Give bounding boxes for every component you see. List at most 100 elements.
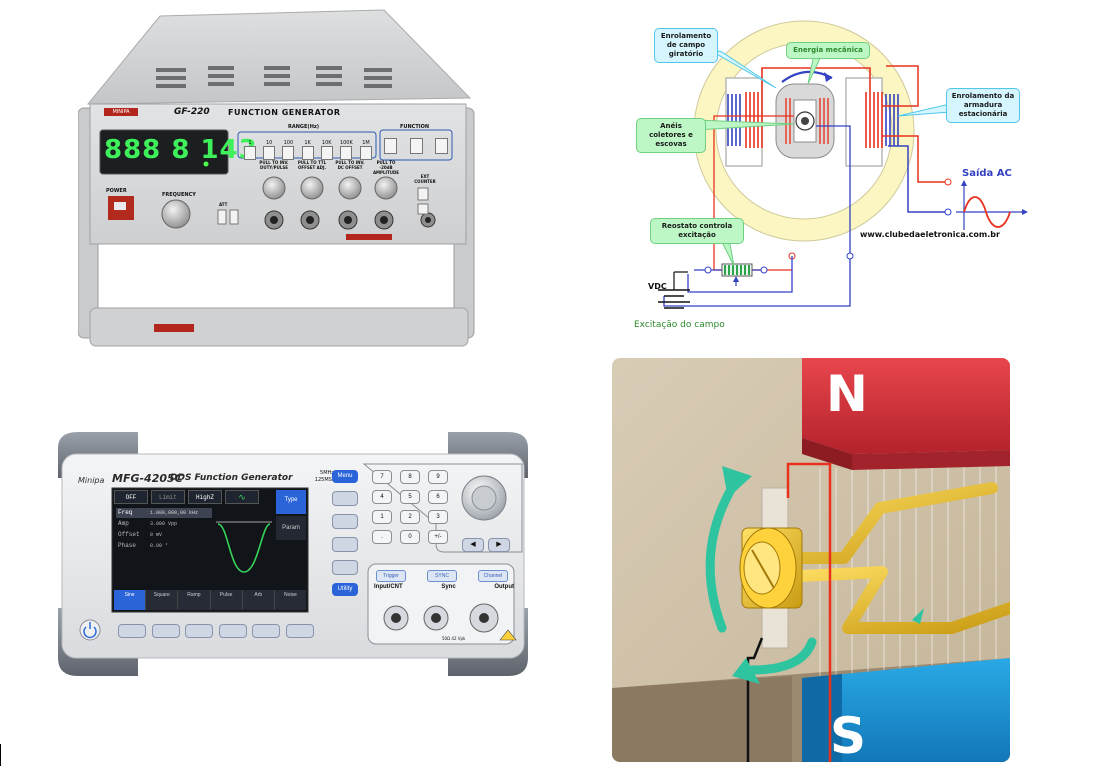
screen-status-bar: OFF Limit HighZ ∿ bbox=[114, 490, 306, 504]
param-row-freq[interactable]: Freq 1.000,000,00 kHz bbox=[116, 508, 212, 518]
knob-label-amplitude: PULL TO -20dB AMPLITUDE bbox=[372, 160, 400, 175]
range-button-100k[interactable]: 100K bbox=[340, 140, 353, 160]
wave-tab-sine[interactable]: Sine bbox=[114, 590, 146, 610]
brand-badge: MINIPA bbox=[104, 108, 138, 116]
model-label: MFG-4205C bbox=[112, 472, 183, 485]
status-highz: HighZ bbox=[188, 490, 222, 504]
status-limit: Limit bbox=[151, 490, 185, 504]
frequency-knob[interactable] bbox=[162, 200, 190, 228]
function-sine-button[interactable] bbox=[384, 138, 397, 154]
range-button-1m[interactable]: 1M bbox=[359, 140, 372, 160]
knob-label-duty: PULL TO INV. DUTY/PULSE bbox=[259, 160, 289, 170]
side-button-4[interactable] bbox=[332, 537, 358, 552]
bnc-connectors bbox=[264, 210, 436, 230]
side-button-2[interactable] bbox=[332, 491, 358, 506]
key-1[interactable]: 1 bbox=[372, 510, 392, 524]
hw-softkey-6[interactable] bbox=[285, 624, 314, 638]
side-button-5[interactable] bbox=[332, 560, 358, 575]
hardware-softkey-row bbox=[118, 624, 314, 638]
hw-softkey-4[interactable] bbox=[218, 624, 247, 638]
dc-offset-knob[interactable] bbox=[339, 177, 361, 199]
edge-artifact bbox=[0, 744, 1, 766]
key-7[interactable]: 7 bbox=[372, 470, 392, 484]
range-button-100[interactable]: 100 bbox=[282, 140, 295, 160]
key-6[interactable]: 6 bbox=[428, 490, 448, 504]
callout-armature-winding: Enrolamento da armadura estacionária bbox=[946, 88, 1020, 123]
key-2[interactable]: 2 bbox=[400, 510, 420, 524]
spec-label: 5MHz 125MSa/s bbox=[314, 470, 340, 483]
key-8[interactable]: 8 bbox=[400, 470, 420, 484]
arrow-key-group: ◀ ▶ bbox=[462, 538, 510, 552]
south-pole-label: S bbox=[830, 707, 867, 762]
trigger-button[interactable]: Trigger bbox=[376, 570, 406, 582]
side-button-3[interactable] bbox=[332, 514, 358, 529]
softkey-type[interactable]: Type bbox=[276, 490, 306, 514]
att-label: ATT bbox=[219, 202, 228, 207]
range-button-group: 1 10 100 1K 10K 100K 1M bbox=[244, 140, 372, 160]
offset-knob[interactable] bbox=[301, 177, 323, 199]
magnet-scene bbox=[612, 358, 1010, 762]
hw-softkey-2[interactable] bbox=[151, 624, 180, 638]
callout-rheostat: Reostato controla excitação bbox=[650, 218, 744, 244]
power-button[interactable] bbox=[80, 620, 100, 640]
range-button-10k[interactable]: 10K bbox=[320, 140, 333, 160]
rheostat-icon bbox=[694, 263, 768, 286]
param-row-amp[interactable]: Amp 3.000 Vpp bbox=[118, 520, 178, 527]
ext-counter-label: EXT COUNTER bbox=[414, 174, 436, 184]
sync-label: Sync bbox=[441, 584, 456, 590]
range-button-1[interactable]: 1 bbox=[244, 140, 256, 160]
function-label: FUNCTION bbox=[400, 124, 430, 130]
website-label: www.clubedaeletronica.com.br bbox=[860, 230, 1000, 239]
hw-softkey-1[interactable] bbox=[118, 624, 146, 638]
menu-button[interactable]: Menu bbox=[332, 470, 358, 483]
function-square-button[interactable] bbox=[409, 138, 423, 154]
right-arrow-icon[interactable]: ▶ bbox=[488, 538, 510, 552]
wave-tab-ramp[interactable]: Ramp bbox=[177, 590, 210, 610]
gf220-function-generator-photo: MINIPA GF-220 FUNCTION GENERATOR 888 8 1… bbox=[78, 8, 476, 354]
wave-tab-square[interactable]: Square bbox=[145, 590, 178, 610]
vent-slots bbox=[156, 66, 392, 88]
output-bnc-connectors bbox=[383, 603, 499, 633]
power-switch[interactable] bbox=[114, 202, 126, 210]
knob-label-dc-offset: PULL TO INV. DC OFFSET bbox=[335, 160, 365, 170]
left-arrow-icon[interactable]: ◀ bbox=[462, 538, 484, 552]
hw-softkey-3[interactable] bbox=[185, 624, 214, 638]
wave-tab-pulse[interactable]: Pulse bbox=[209, 590, 242, 610]
key-4[interactable]: 4 bbox=[372, 490, 392, 504]
input-cnt-label: Input/CNT bbox=[374, 584, 403, 590]
key-5[interactable]: 5 bbox=[400, 490, 420, 504]
io-button-row: Trigger SYNC Channel bbox=[376, 570, 508, 582]
utility-button[interactable]: Utility bbox=[332, 583, 358, 596]
callout-mechanical-energy: Energia mecânica bbox=[786, 42, 870, 59]
key-3[interactable]: 3 bbox=[428, 510, 448, 524]
key-0[interactable]: 0 bbox=[400, 530, 420, 544]
io-label-row: Input/CNT Sync Output bbox=[374, 584, 514, 590]
duty-knob[interactable] bbox=[263, 177, 285, 199]
sync-button[interactable]: SYNC bbox=[427, 570, 457, 582]
wave-tab-noise[interactable]: Noise bbox=[273, 590, 307, 610]
wave-tab-arb[interactable]: Arb bbox=[241, 590, 274, 610]
function-triangle-button[interactable] bbox=[435, 138, 448, 154]
param-row-phase[interactable]: Phase 0.00 ° bbox=[118, 542, 169, 549]
key-dot[interactable]: . bbox=[372, 530, 392, 544]
softkey-param[interactable]: Param bbox=[276, 516, 306, 540]
range-button-1k[interactable]: 1K bbox=[301, 140, 314, 160]
numeric-keypad: 7 8 9 4 5 6 1 2 3 . 0 +/- bbox=[372, 470, 450, 544]
key-plus-minus[interactable]: +/- bbox=[428, 530, 448, 544]
north-magnet bbox=[802, 358, 1010, 454]
param-row-offset[interactable]: Offset 0 mV bbox=[118, 531, 163, 538]
armature-coils bbox=[727, 92, 899, 148]
rotary-knob[interactable] bbox=[462, 476, 506, 520]
amplitude-knob[interactable] bbox=[375, 177, 397, 199]
channel-button[interactable]: Channel bbox=[478, 570, 508, 582]
range-button-10[interactable]: 10 bbox=[263, 140, 276, 160]
field-excitation-label: Excitação do campo bbox=[634, 320, 725, 330]
parameter-list: Freq 1.000,000,00 kHz Amp 3.000 Vpp Offs… bbox=[116, 508, 212, 551]
power-label: POWER bbox=[106, 188, 127, 194]
mfg4205c-function-generator-photo: Minipa MFG-4205C DDS Function Generator … bbox=[38, 408, 558, 704]
key-9[interactable]: 9 bbox=[428, 470, 448, 484]
battery-icon bbox=[658, 271, 690, 309]
hw-softkey-5[interactable] bbox=[252, 624, 281, 638]
vdc-label: VDC bbox=[648, 282, 667, 291]
device-title: FUNCTION GENERATOR bbox=[228, 108, 341, 117]
